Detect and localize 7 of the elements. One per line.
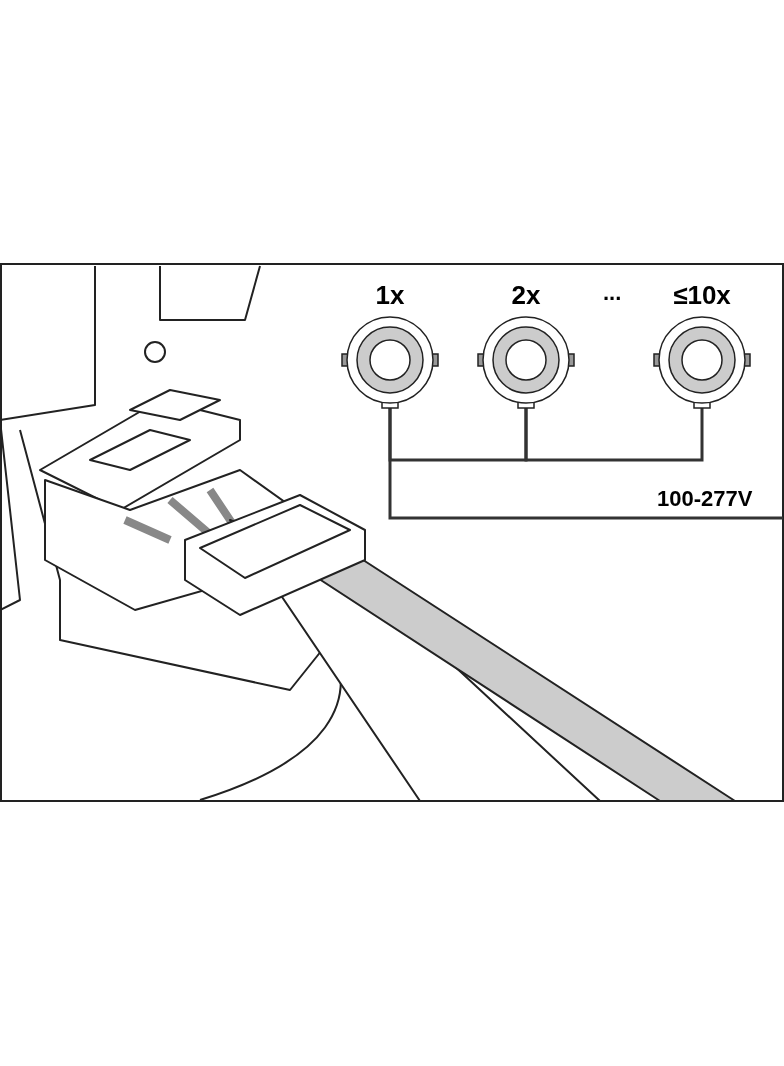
voltage-label: 100-277V <box>657 486 753 512</box>
quantity-label: ≤10x <box>672 280 732 310</box>
wire <box>524 408 704 462</box>
ellipsis-label: ... <box>603 280 622 306</box>
wire <box>388 408 783 520</box>
quantity-label: 1x <box>374 280 406 310</box>
quantity-label: 2x <box>510 280 542 310</box>
